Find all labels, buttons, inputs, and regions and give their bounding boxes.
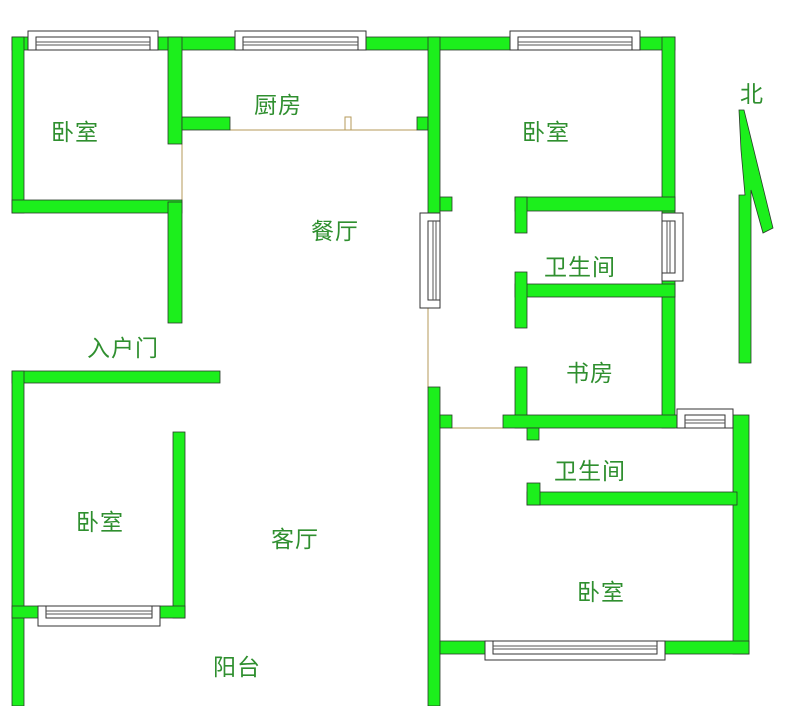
window	[37, 605, 161, 627]
room-label-dining: 餐厅	[311, 219, 359, 245]
window	[419, 212, 441, 309]
window	[661, 212, 684, 282]
room-label-study: 书房	[566, 361, 614, 387]
windows	[27, 30, 734, 661]
room-label-bathroom-upper: 卫生间	[544, 255, 616, 281]
room-label-bedroom-sw: 卧室	[76, 510, 124, 536]
window	[27, 30, 159, 51]
room-label-bedroom-se: 卧室	[577, 580, 625, 606]
room-label-bathroom-lower: 卫生间	[554, 459, 626, 485]
room-label-living: 客厅	[271, 527, 319, 553]
opening-lines	[181, 116, 503, 429]
window	[509, 30, 641, 51]
window	[484, 640, 666, 661]
room-label-entrance: 入户门	[87, 336, 159, 362]
room-label-balcony: 阳台	[213, 655, 261, 681]
room-label-bedroom-ne: 卧室	[522, 120, 570, 146]
window	[676, 408, 734, 429]
north-arrow-icon	[738, 109, 774, 364]
room-label-kitchen: 厨房	[254, 93, 302, 119]
room-label-bedroom-nw: 卧室	[51, 120, 99, 146]
window	[234, 30, 367, 51]
north-label: 北	[740, 82, 764, 108]
